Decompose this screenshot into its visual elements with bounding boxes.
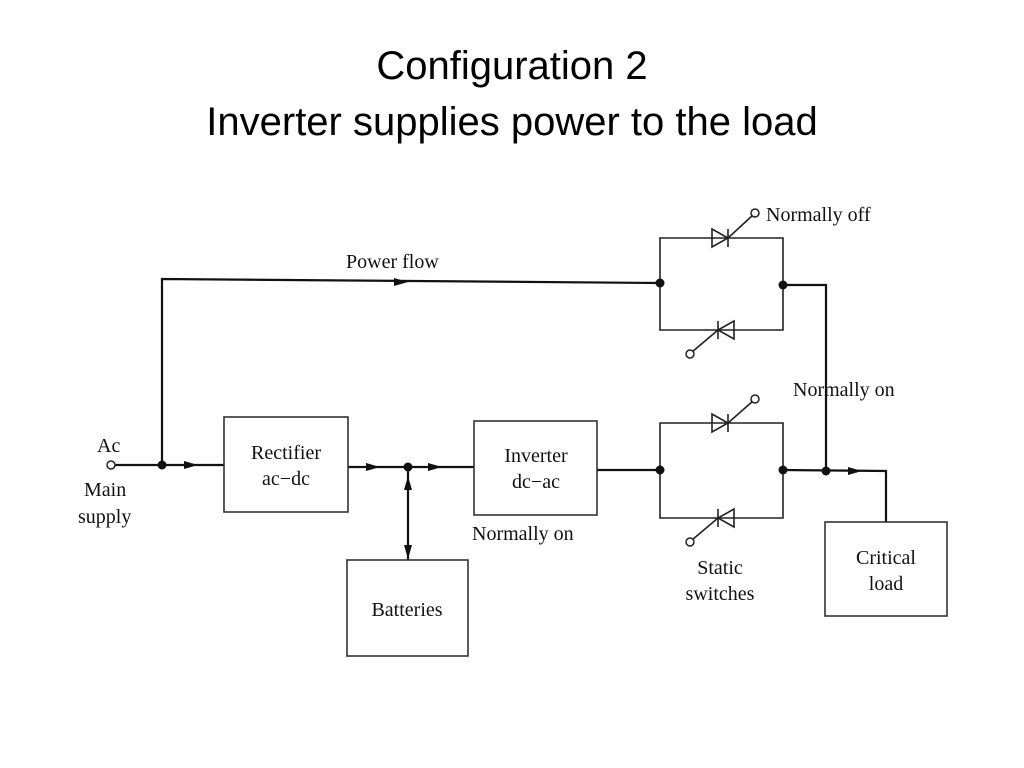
critical-load-label-1: Critical	[856, 547, 916, 569]
ac-input-terminal	[106, 460, 116, 470]
dc-bus-junction-dot	[403, 462, 413, 472]
batteries-box	[346, 559, 469, 657]
load-feed-wire	[782, 468, 888, 522]
output-switch-in-dot	[655, 465, 665, 475]
rectifier-label-1: Rectifier	[251, 442, 321, 464]
load-arrow	[848, 467, 862, 475]
static-switches-label-1: Static	[697, 557, 743, 579]
inverter-normally-on-label: Normally on	[472, 523, 574, 545]
output-switch-out-dot	[778, 465, 788, 475]
main-supply-label-1: Main	[84, 479, 126, 501]
rectifier-out-arrow	[366, 463, 380, 471]
bypass-switch-out-dot	[778, 280, 788, 290]
input-junction-dot	[157, 460, 167, 470]
bypass-switch-in-dot	[655, 278, 665, 288]
inverter-label-1: Inverter	[504, 445, 568, 467]
input-arrow	[184, 461, 198, 469]
rectifier-box	[223, 416, 349, 513]
battery-down-arrow	[404, 545, 412, 559]
batteries-label: Batteries	[371, 599, 442, 621]
power-flow-label: Power flow	[346, 251, 439, 273]
slide-title: Configuration 2	[376, 44, 648, 88]
inverter-box	[473, 420, 598, 516]
critical-load-label-2: load	[869, 573, 903, 595]
bypass-output-wire	[783, 283, 828, 471]
bypass-wire	[160, 277, 661, 466]
inverter-label-2: dc−ac	[512, 471, 560, 493]
critical-load-box	[824, 521, 948, 617]
main-supply-label-2: supply	[78, 506, 131, 528]
ac-label: Ac	[97, 435, 120, 457]
load-junction-dot	[821, 466, 831, 476]
rectifier-label-2: ac−dc	[262, 468, 310, 490]
normally-on-label: Normally on	[793, 379, 895, 401]
power-flow-arrow	[394, 278, 408, 286]
inverter-in-arrow	[428, 463, 442, 471]
output-static-switch	[659, 394, 784, 547]
bypass-static-switch	[659, 208, 784, 359]
slide-subtitle: Inverter supplies power to the load	[206, 100, 818, 144]
static-switches-label-2: switches	[686, 583, 755, 605]
battery-up-arrow	[404, 476, 412, 490]
normally-off-label: Normally off	[766, 204, 871, 226]
